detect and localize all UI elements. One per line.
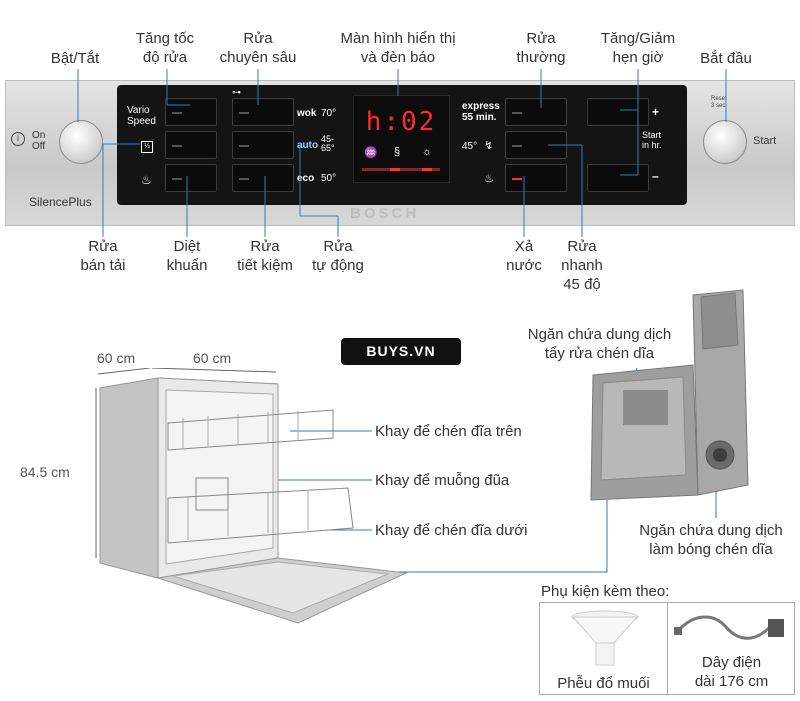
start-in-text: Start in hr. (642, 130, 662, 150)
program-panel: Vario Speed ½ ♨ ⊶ wok 70° auto 45- 65° e… (117, 85, 687, 205)
auto-temp: 45- 65° (321, 134, 335, 153)
control-panel: I On Off SilencePlus Vario Speed ½ ♨ ⊶ w… (5, 80, 795, 226)
dishwasher-illustration (95, 368, 408, 624)
minus-text: – (652, 169, 659, 183)
auto-text: auto (297, 140, 319, 151)
hygiene-button[interactable] (165, 164, 217, 192)
bosch-logo: BOSCH (350, 205, 420, 222)
salt-funnel-icon (571, 610, 639, 666)
quick45-button[interactable] (505, 131, 567, 159)
rinse-aid-icon: ☼ (422, 146, 433, 158)
dimension-depth: 60 cm (97, 350, 136, 366)
silenceplus-logo: SilencePlus (29, 195, 92, 209)
start-text: Start (753, 135, 777, 147)
accessories-divider (667, 603, 668, 694)
label-vario-speed: Tăng tốc độ rửa (135, 30, 195, 66)
auto-button[interactable] (232, 131, 294, 159)
display-digits: h:02 (365, 107, 437, 137)
eco-text: eco (297, 173, 315, 184)
normal-button[interactable] (505, 98, 567, 126)
dimension-height: 84.5 cm (20, 464, 70, 480)
child-lock-icon: ⊶ (232, 87, 241, 97)
on-off-text: On Off (32, 130, 46, 152)
wok-text: wok (297, 108, 317, 119)
label-detergent: Ngăn chứa dung dịch tẩy rửa chén dĩa (527, 326, 672, 362)
temp45-text: 45° (462, 141, 478, 152)
label-half-load: Rửa bán tải (80, 238, 126, 274)
hygiene-icon: ♨ (141, 173, 152, 187)
label-normal: Rửa thường (516, 30, 566, 66)
label-lower-rack: Khay để chén đĩa dưới (375, 522, 528, 539)
label-upper-rack: Khay để chén đĩa trên (375, 423, 522, 440)
intensive-button[interactable] (232, 98, 294, 126)
label-cutlery: Khay để muỗng đũa (375, 472, 510, 489)
start-knob[interactable] (703, 120, 747, 164)
buys-badge: BUYS.VN (341, 338, 461, 365)
vario-speed-text: Vario Speed (127, 105, 156, 127)
label-time-adjust: Tăng/Giảm hẹn giờ (600, 30, 676, 66)
label-eco: Rửa tiết kiệm (237, 238, 293, 274)
label-start: Bắt đầu (700, 50, 752, 67)
minus-button[interactable] (587, 164, 649, 192)
label-rinse-aid: Ngăn chứa dung dịch làm bóng chén dĩa (639, 522, 783, 558)
express-text: express 55 min. (462, 101, 500, 123)
eco-button[interactable] (232, 164, 294, 192)
program-progress (362, 168, 440, 171)
label-rinse: Xả nước (506, 238, 542, 274)
power-cable-icon (674, 615, 784, 640)
label-quick45: Rửa nhanh 45 độ (561, 238, 603, 293)
accessories-title: Phụ kiện kèm theo: (541, 583, 670, 600)
rinse-button[interactable] (505, 164, 567, 192)
half-load-button[interactable] (165, 131, 217, 159)
label-auto: Rửa tự động (312, 238, 364, 274)
tap-icon: ♒ (364, 147, 378, 159)
quick-wash-icon: ↯ (484, 140, 494, 152)
eco-temp: 50° (321, 173, 337, 184)
label-intensive: Rửa chuyên sâu (219, 30, 297, 66)
plus-text: + (652, 105, 660, 119)
label-power: Bật/Tắt (50, 50, 100, 67)
label-cable: Dây điện dài 176 cm (694, 654, 769, 690)
label-funnel: Phễu đổ muối (557, 675, 650, 692)
half-load-icon: ½ (141, 141, 153, 153)
label-hygiene: Diệt khuẩn (166, 238, 208, 274)
accessories-box: Phễu đổ muối Dây điện dài 176 cm (539, 602, 795, 695)
dispenser-illustration (590, 289, 749, 501)
wok-temp: 70° (321, 108, 337, 119)
salt-icon: § (394, 146, 401, 158)
display-panel: h:02 ♒ § ☼ (353, 95, 450, 183)
vario-speed-button[interactable] (165, 98, 217, 126)
plus-button[interactable] (587, 98, 649, 126)
label-display: Màn hình hiển thị và đèn báo (340, 30, 456, 66)
power-symbol-icon: I (11, 132, 25, 146)
dimension-width: 60 cm (193, 350, 232, 366)
reset-text: Reset 3 sec (711, 96, 727, 109)
power-knob[interactable] (59, 120, 103, 164)
rinse-icon: ♨ (484, 173, 494, 185)
